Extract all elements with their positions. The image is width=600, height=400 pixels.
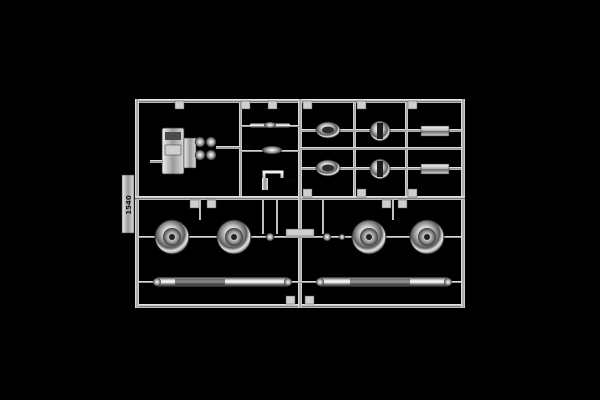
wheel-part-4 (409, 219, 445, 255)
sprue-frame (135, 99, 465, 308)
oval-emblem-part-bottom (302, 159, 354, 177)
wheel-part-2 (216, 219, 252, 255)
oval-emblem-part-top (302, 121, 354, 139)
hub-cap-parts (265, 232, 346, 242)
ring-part-top (356, 120, 406, 142)
part-number-31: 31 (289, 178, 297, 185)
center-gate-block (285, 228, 315, 237)
ring-part-bottom (356, 158, 406, 180)
axle-shaft-right (316, 277, 452, 287)
sprue-tabs (174, 100, 418, 305)
engine-block-part (150, 127, 240, 175)
plate-part-top (408, 125, 461, 137)
small-rod-part (250, 122, 290, 128)
bracket-part (262, 170, 284, 190)
wheel-gate-stubs (199, 200, 394, 234)
wheel-part-3 (351, 219, 387, 255)
mirror-part (261, 145, 283, 155)
sprue-tag-text: 1540 (125, 195, 133, 215)
plate-part-bottom (408, 163, 461, 175)
axle-shaft-left (153, 277, 292, 287)
part-number-30: 30 (245, 144, 253, 151)
sprue-side-tag: 1540 (121, 174, 135, 234)
wheel-part-1 (154, 219, 190, 255)
